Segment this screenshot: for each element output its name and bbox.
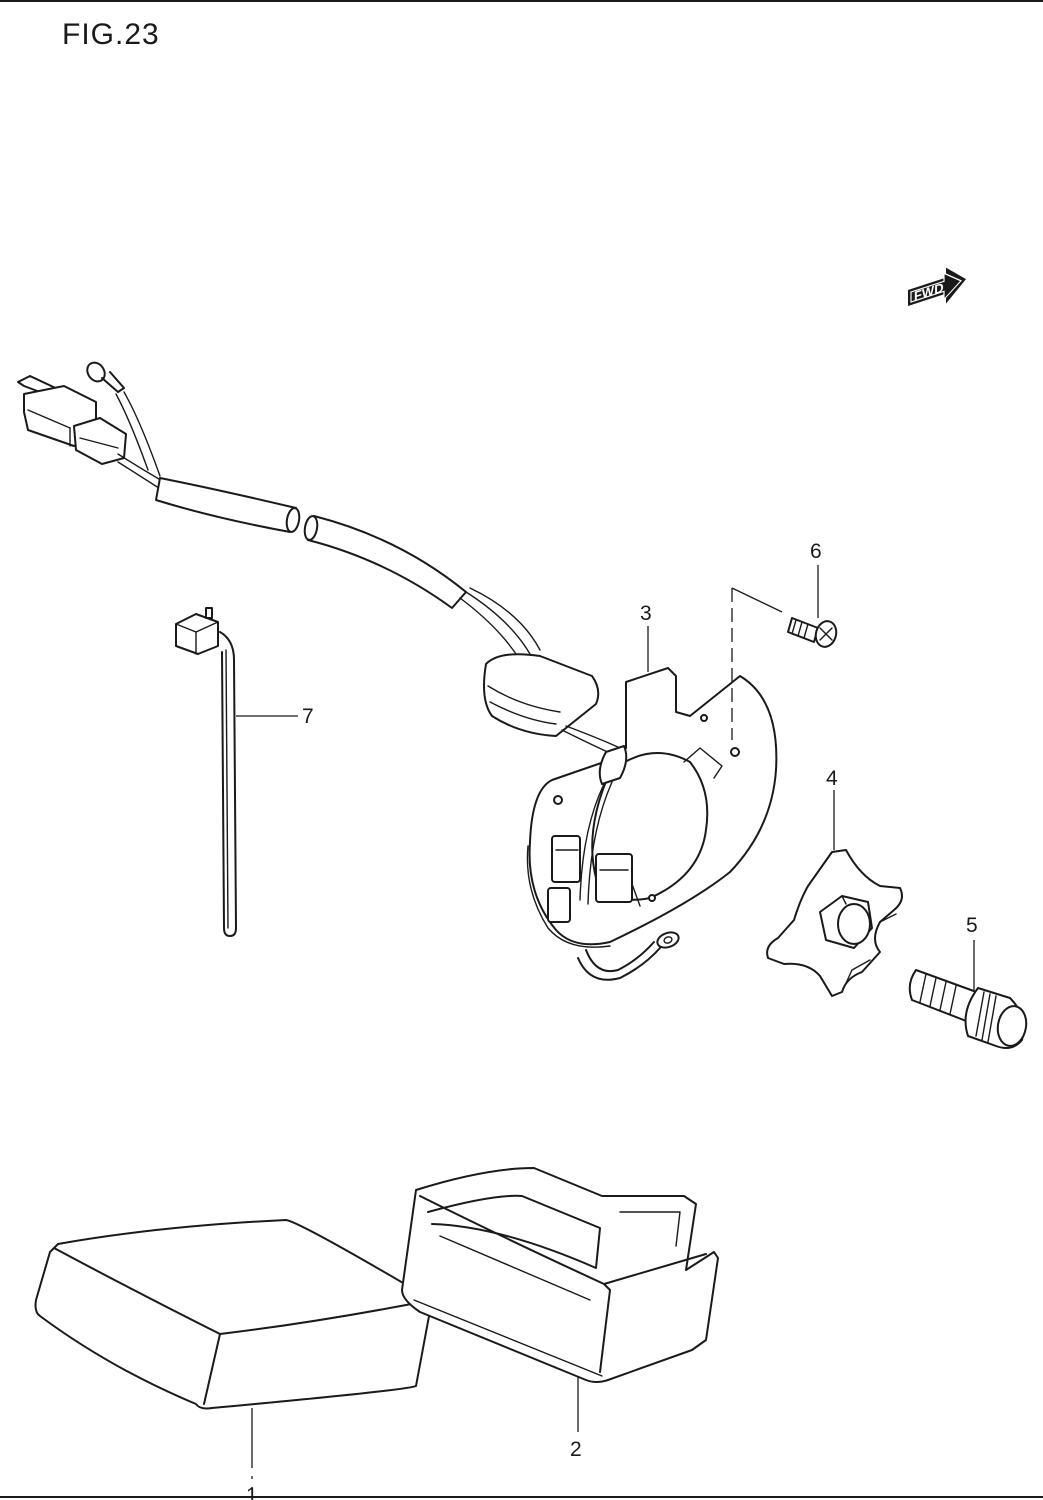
igniter-unit: 1: [34, 1219, 433, 1500]
callout-4: 4: [826, 767, 838, 790]
stator-plate: [526, 667, 778, 948]
figure-title: FIG.23: [62, 18, 160, 51]
stator-plate-assembly: 3: [17, 361, 778, 981]
callout-1: 1: [246, 1484, 258, 1500]
grommet: [483, 653, 600, 737]
pickup-coil: [547, 835, 633, 923]
igniter-case: 2: [401, 1167, 719, 1461]
screw: 6: [731, 540, 838, 740]
callout-5: 5: [966, 914, 978, 937]
fwd-arrow-icon: FWD: [908, 267, 966, 306]
bullet-terminals: [86, 361, 161, 477]
callout-3: 3: [640, 602, 652, 625]
signal-rotor: 4: [766, 767, 903, 997]
callout-7: 7: [302, 705, 314, 728]
harness-connector: [17, 375, 127, 465]
callout-6: 6: [810, 540, 822, 563]
cable-tie: 7: [175, 607, 314, 937]
callout-2: 2: [570, 1438, 582, 1461]
bolt: 5: [908, 914, 1028, 1049]
